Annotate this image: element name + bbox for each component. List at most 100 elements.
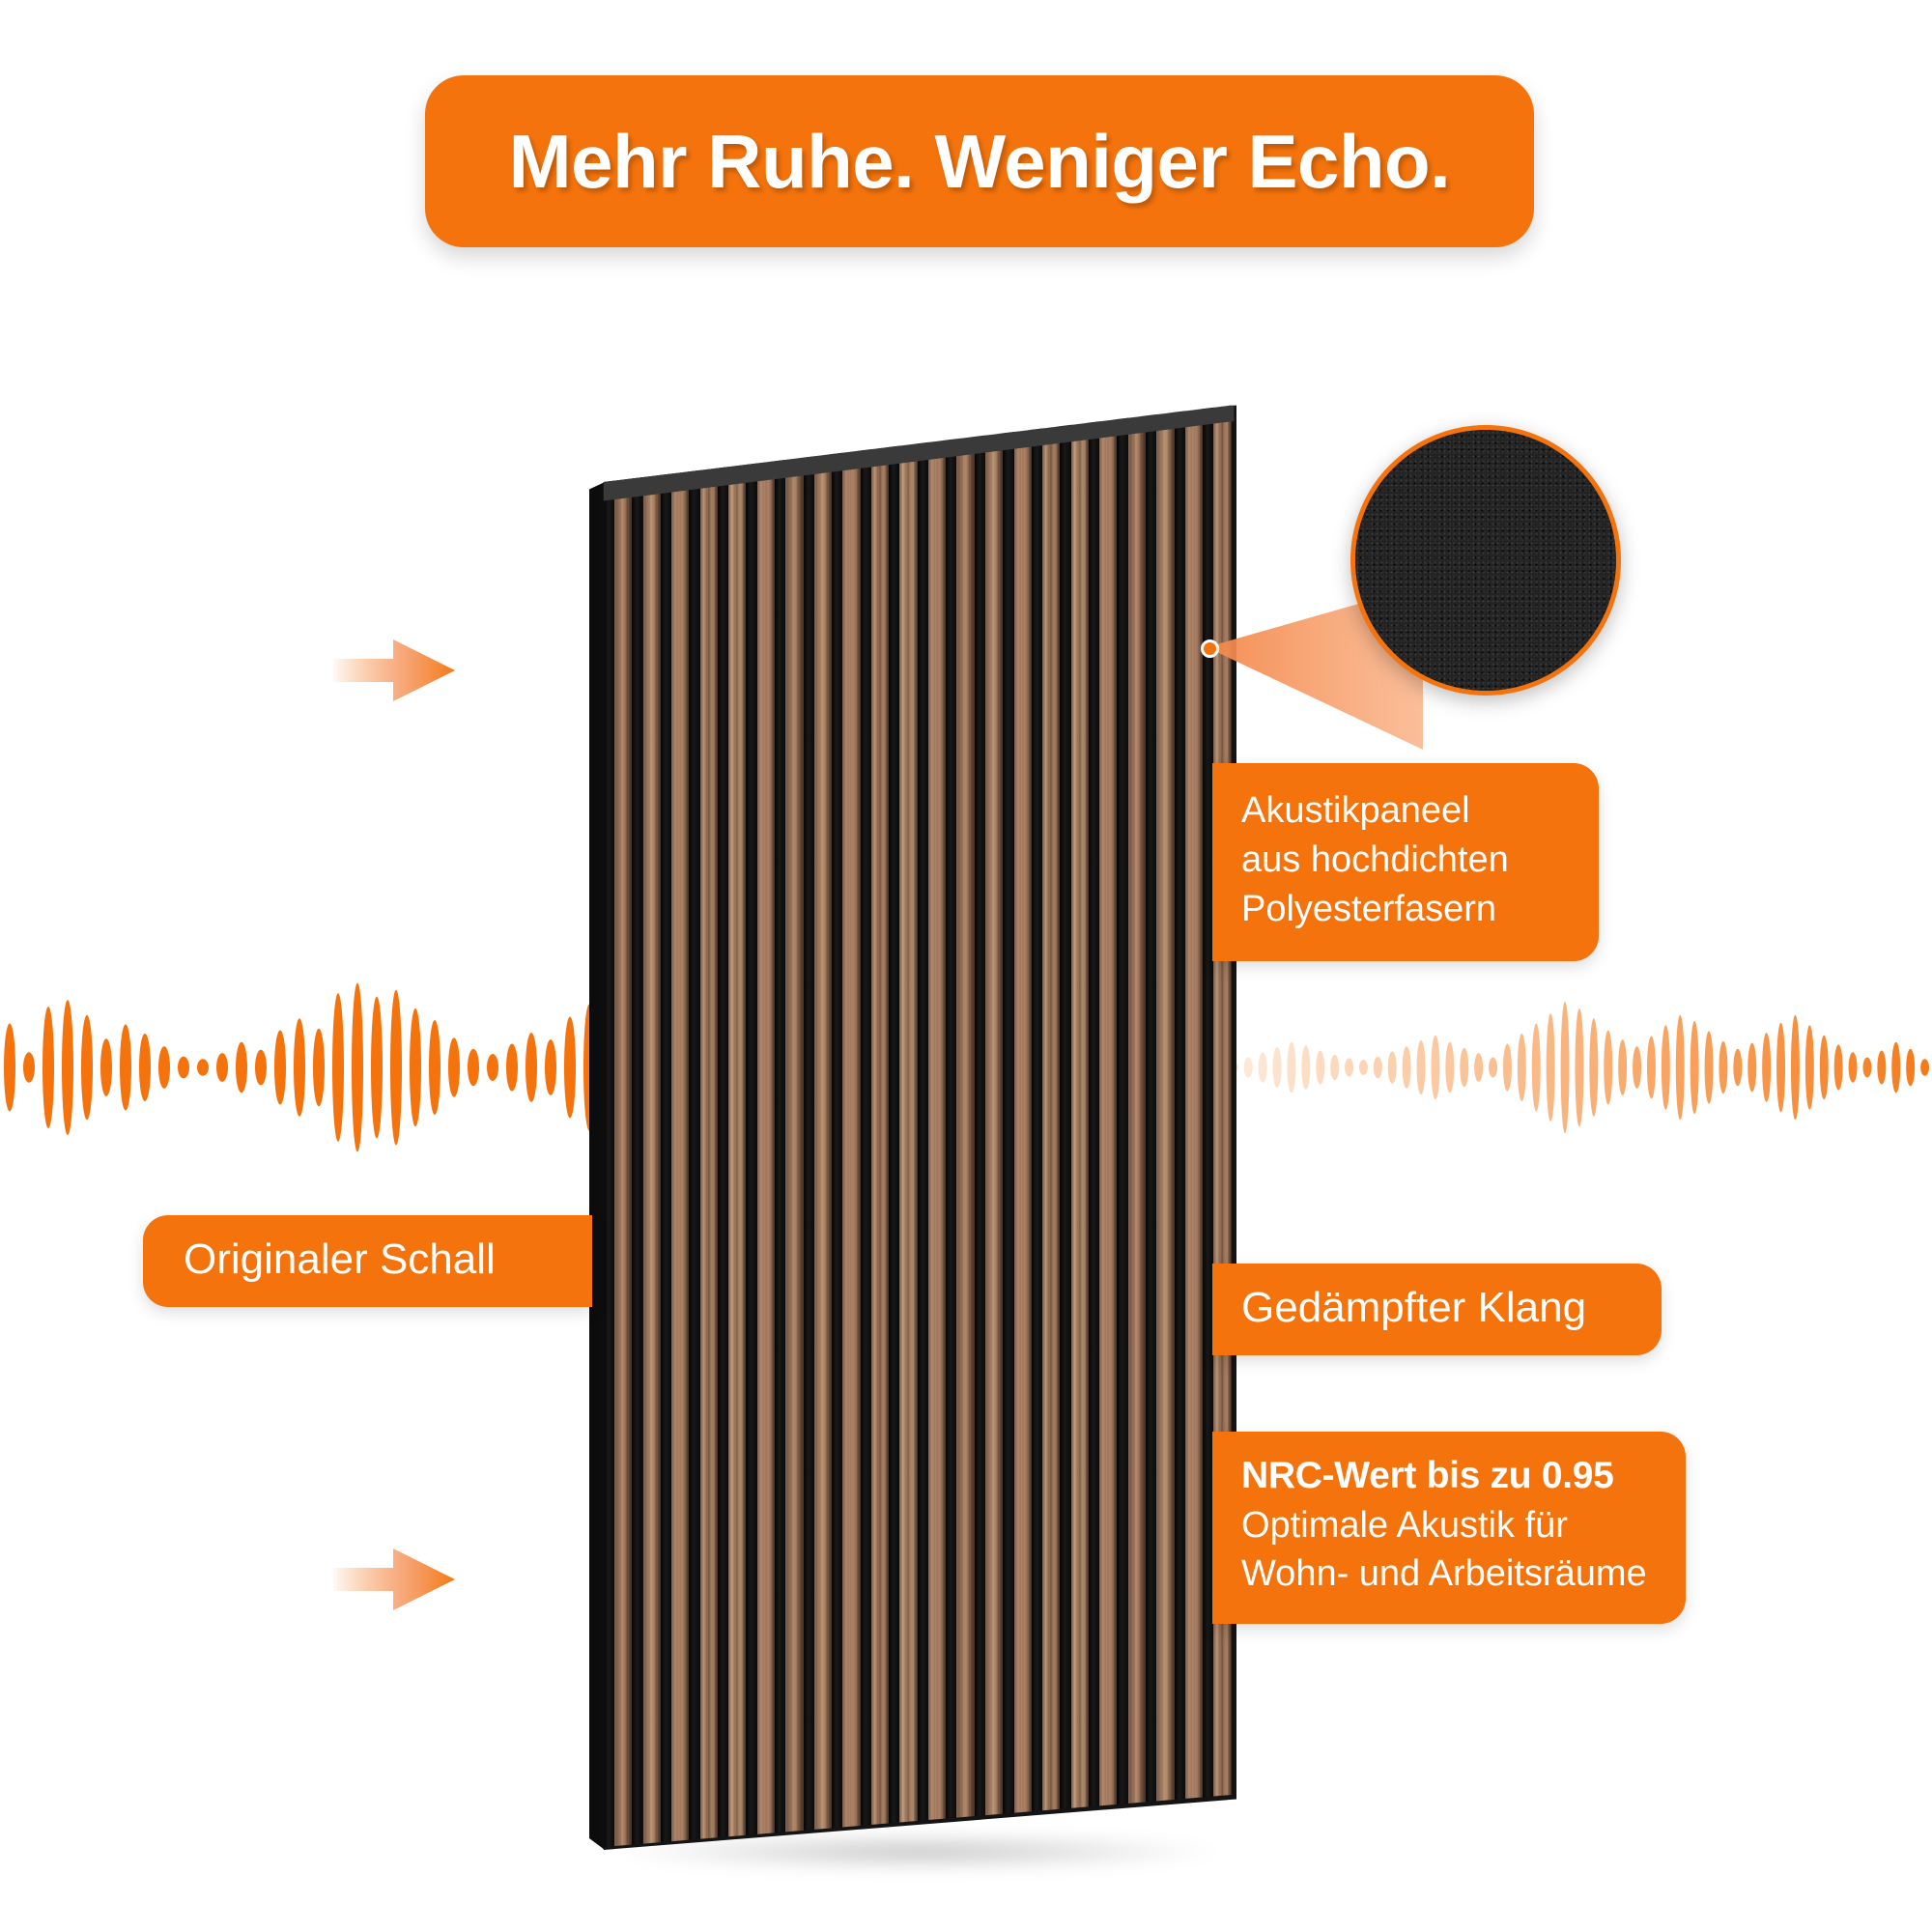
waveform-bar xyxy=(1733,1048,1743,1087)
waveform-bar xyxy=(1243,1057,1253,1078)
waveform-bar xyxy=(1804,1025,1814,1110)
waveform-bar xyxy=(216,1053,228,1082)
panel-groove xyxy=(860,405,871,1847)
panel-slat xyxy=(927,405,947,1847)
waveform-bar xyxy=(1920,1059,1930,1076)
waveform-bar xyxy=(1345,1058,1354,1077)
arrow-right-icon xyxy=(333,633,457,708)
callout-akustikpaneel-line2: aus hochdichten xyxy=(1241,838,1509,880)
callout-akustikpaneel-line1: Akustikpaneel xyxy=(1241,790,1470,831)
waveform-bar xyxy=(1819,1035,1829,1100)
waveform-bar xyxy=(1531,1023,1541,1112)
callout-gedaempfter-klang: Gedämpfter Klang xyxy=(1212,1264,1662,1356)
waveform-bar xyxy=(468,1048,479,1087)
waveform-bar xyxy=(1445,1041,1455,1094)
waveform-bar xyxy=(1474,1053,1484,1082)
waveform-bar xyxy=(158,1046,170,1089)
waveform-bar xyxy=(371,996,383,1139)
panel-slat xyxy=(870,405,890,1847)
panel-groove xyxy=(660,405,672,1847)
waveform-bar xyxy=(1790,1014,1800,1121)
acoustic-panel-product-image xyxy=(589,401,1236,1871)
panel-groove xyxy=(1088,405,1100,1847)
panel-slat xyxy=(671,405,690,1847)
waveform-bar xyxy=(1906,1048,1916,1087)
waveform-bar xyxy=(100,1038,112,1096)
waveform-bar xyxy=(1575,1008,1584,1127)
panel-groove xyxy=(1203,405,1214,1847)
waveform-bar xyxy=(1719,1040,1728,1094)
waveform-bar xyxy=(1316,1050,1325,1085)
panel-groove xyxy=(803,405,814,1847)
panel-slat xyxy=(984,405,1004,1847)
waveform-bar xyxy=(1258,1052,1267,1083)
waveform-bar xyxy=(410,1008,421,1127)
panel-groove xyxy=(832,405,843,1847)
panel-slat xyxy=(756,405,775,1847)
panel-slat xyxy=(728,405,747,1847)
callout-originaler-schall: Originaler Schall xyxy=(143,1215,592,1308)
waveform-bar xyxy=(1589,1018,1599,1117)
waveform-bar xyxy=(526,1033,537,1102)
panel-slat xyxy=(613,405,633,1847)
panel-slat xyxy=(842,405,861,1847)
waveform-bar xyxy=(1373,1056,1382,1079)
waveform-bar xyxy=(1460,1047,1469,1088)
panel-groove xyxy=(717,405,729,1847)
waveform-bar xyxy=(43,1007,54,1128)
panel-groove xyxy=(1146,405,1157,1847)
waveform-bar xyxy=(1833,1044,1843,1091)
arrow-right-top-svg xyxy=(333,639,455,701)
panel-groove xyxy=(1060,405,1071,1847)
waveform-bar xyxy=(120,1024,131,1111)
panel-groove xyxy=(603,405,614,1847)
waveform-bar xyxy=(1690,1020,1699,1115)
waveform-bar xyxy=(1517,1034,1526,1101)
callout-nrc-headline: NRC-Wert bis zu 0.95 xyxy=(1241,1455,1614,1496)
waveform-bar xyxy=(1747,1042,1757,1093)
panel-groove xyxy=(689,405,700,1847)
title-banner: Mehr Ruhe. Weniger Echo. xyxy=(425,75,1534,247)
waveform-bar xyxy=(1618,1039,1628,1095)
panel-groove xyxy=(946,405,957,1847)
waveform-bar xyxy=(1848,1052,1858,1083)
waveform-bar xyxy=(1675,1014,1685,1121)
waveform-bar xyxy=(1330,1054,1340,1081)
waveform-bar xyxy=(1431,1035,1440,1100)
waveform-bar xyxy=(1776,1022,1786,1113)
waveform-bar xyxy=(81,1014,93,1121)
waveform-bar xyxy=(1762,1033,1772,1102)
panel-slat xyxy=(899,405,918,1847)
waveform-damped-svg xyxy=(1214,1001,1930,1134)
waveform-bar xyxy=(1489,1057,1498,1078)
waveform-bar xyxy=(178,1056,189,1079)
waveform-bar xyxy=(1358,1060,1368,1075)
arrow-right-bottom-svg xyxy=(333,1548,455,1610)
callout-anchor-dot-icon xyxy=(1201,639,1219,658)
waveform-bar xyxy=(352,982,363,1152)
waveform-bar xyxy=(429,1020,440,1115)
waveform-bar xyxy=(1862,1057,1872,1078)
panel-groove xyxy=(889,405,900,1847)
waveform-bar xyxy=(390,989,402,1146)
felt-texture-closeup xyxy=(1355,430,1616,691)
waveform-bar xyxy=(545,1039,556,1095)
panel-groove xyxy=(1031,405,1043,1847)
waveform-bar xyxy=(1560,1001,1570,1134)
panel-left-edge xyxy=(589,482,606,1850)
waveform-bar xyxy=(1502,1043,1512,1092)
panel-groove xyxy=(974,405,985,1847)
callout-nrc-line1: Optimale Akustik für xyxy=(1241,1504,1568,1546)
waveform-bar xyxy=(1877,1050,1887,1085)
panel-slat xyxy=(642,405,661,1847)
panel-groove xyxy=(1117,405,1128,1847)
panel-slat xyxy=(1042,405,1061,1847)
waveform-bar xyxy=(487,1054,498,1081)
panel-groove xyxy=(774,405,786,1847)
waveform-bar xyxy=(274,1030,286,1105)
waveform-bar xyxy=(4,1023,15,1112)
callout-originaler-schall-line1: Originaler Schall xyxy=(184,1236,496,1283)
waveform-bar xyxy=(564,1016,576,1119)
panel-slat xyxy=(1127,405,1146,1847)
